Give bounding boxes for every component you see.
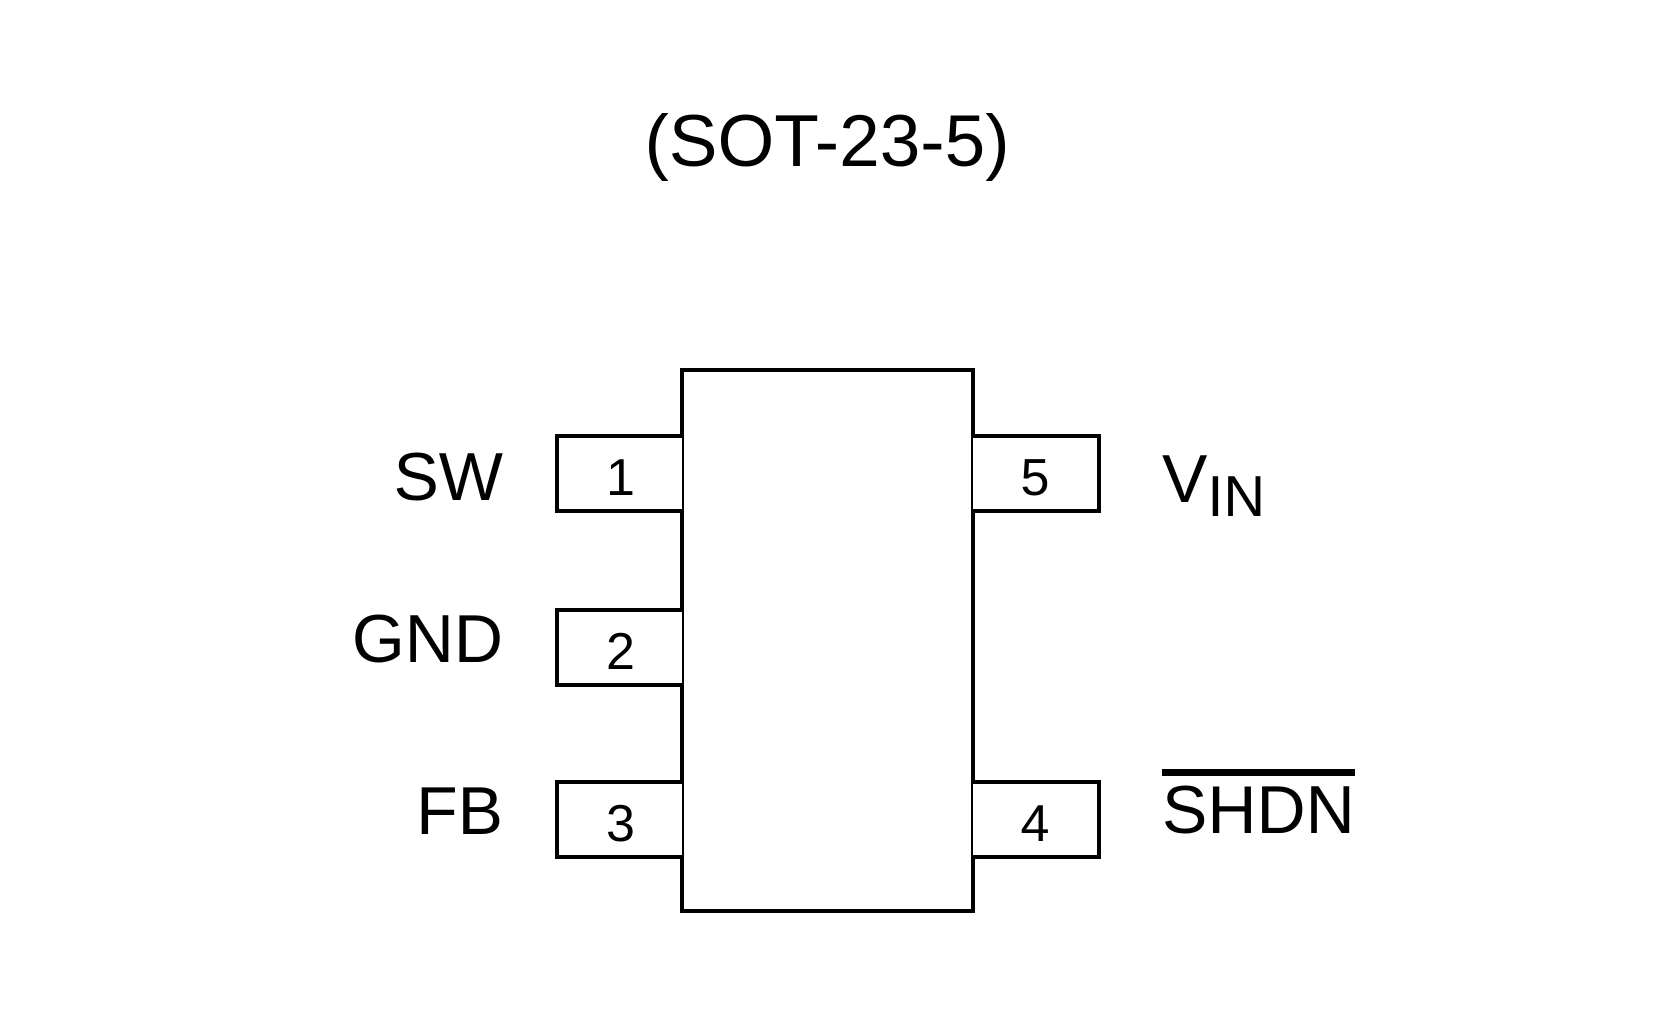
pin-1-box: 1 xyxy=(555,434,682,513)
vin-main-text: V xyxy=(1162,441,1208,517)
pin-5-number: 5 xyxy=(1020,448,1050,507)
pin-1-label-sw: SW xyxy=(393,439,503,515)
ic-body-outline xyxy=(680,368,975,913)
package-title: (SOT-23-5) xyxy=(644,101,1010,182)
vin-subscript-text: IN xyxy=(1207,465,1266,530)
pin-2-box: 2 xyxy=(555,608,682,687)
pin-2-label-gnd: GND xyxy=(351,601,503,677)
pin-5-label-vin: VIN xyxy=(1162,445,1265,526)
pin-2-number: 2 xyxy=(606,622,635,681)
pin-3-number: 3 xyxy=(606,794,635,853)
pin-4-box: 4 xyxy=(973,780,1101,859)
pin-4-label-shdn: SHDN xyxy=(1162,769,1355,844)
shdn-overline-text: SHDN xyxy=(1162,769,1355,844)
pin-3-label-fb: FB xyxy=(416,773,503,849)
pin-4-number: 4 xyxy=(1020,794,1050,853)
pin-1-number: 1 xyxy=(606,448,635,507)
pin-5-box: 5 xyxy=(973,434,1101,513)
pin-3-box: 3 xyxy=(555,780,682,859)
